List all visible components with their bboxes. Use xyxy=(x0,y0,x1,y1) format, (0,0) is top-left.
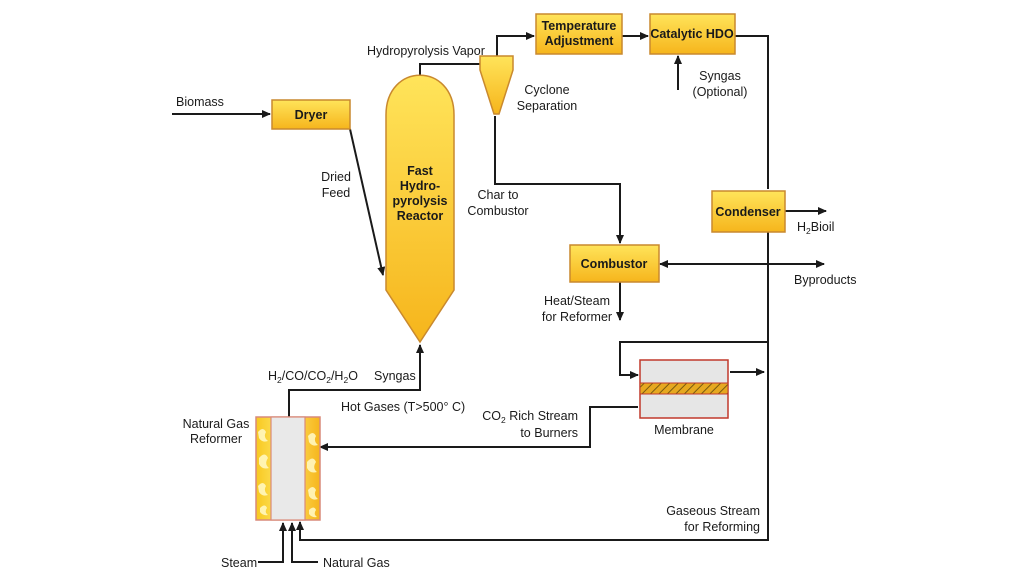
co2-stream-line xyxy=(319,406,638,451)
condenser-label: Condenser xyxy=(715,205,780,219)
steam-label: Steam xyxy=(221,556,257,570)
biomass-label: Biomass xyxy=(176,95,224,109)
reformer-label-2: Reformer xyxy=(190,432,242,446)
condenser-box xyxy=(711,190,786,233)
cyclone-label-2: Separation xyxy=(517,99,578,113)
dried-feed-label-2: Feed xyxy=(322,186,351,200)
co2-stream-label-1: CO2 Rich Stream xyxy=(482,409,578,425)
syngas-label: Syngas xyxy=(374,369,416,383)
dried-feed-label-1: Dried xyxy=(321,170,351,184)
catalytic-hdo-label: Catalytic HDO xyxy=(650,27,734,41)
char-to-combustor-label-1: Char to xyxy=(478,188,519,202)
hdo-to-condenser-line xyxy=(735,35,769,189)
natural-gas-reformer xyxy=(255,416,321,521)
combustor-box xyxy=(569,244,660,283)
flame-left xyxy=(258,429,269,516)
dryer-box xyxy=(271,99,351,130)
reactor-label-4: Reactor xyxy=(397,209,444,223)
reactor-label-1: Fast xyxy=(407,164,434,178)
gaseous-stream-label-1: Gaseous Stream xyxy=(666,504,760,518)
flame-right xyxy=(307,433,318,518)
syngas-optional-label-1: Syngas xyxy=(699,69,741,83)
steam-line xyxy=(258,522,287,563)
hot-gases-label: Hot Gases (T>500° C) xyxy=(341,400,465,414)
char-to-combustor-label-2: Combustor xyxy=(467,204,528,218)
hydropyrolysis-vapor-label: Hydropyrolysis Vapor xyxy=(367,44,485,58)
catalytic-hdo-box xyxy=(649,13,736,55)
syngas-optional-label-2: (Optional) xyxy=(693,85,748,99)
h2-co-co2-h2o-label: H2/CO/CO2/H2O xyxy=(268,369,358,385)
combustor-label: Combustor xyxy=(581,257,648,271)
bioil-label: H2Bioil xyxy=(797,220,834,236)
reactor-label-3: pyrolysis xyxy=(393,194,448,208)
temperature-adjustment-label-2: Adjustment xyxy=(545,34,615,48)
reformer-label-1: Natural Gas xyxy=(183,417,250,431)
reactor-vessel xyxy=(385,74,455,344)
dryer-label: Dryer xyxy=(295,108,328,122)
vapor-to-temperature-line xyxy=(496,32,535,56)
byproducts-label: Byproducts xyxy=(794,273,857,287)
cyclone-label-1: Cyclone xyxy=(524,83,569,97)
heat-steam-label-2: for Reformer xyxy=(542,310,612,324)
membrane-label: Membrane xyxy=(654,423,714,437)
dried-feed-arrow xyxy=(349,128,386,276)
membrane-feed-line xyxy=(619,341,768,379)
heat-steam-label-1: Heat/Steam xyxy=(544,294,610,308)
char-to-combustor-line xyxy=(494,116,624,244)
membrane-layer xyxy=(639,382,729,395)
syngas-line xyxy=(288,344,424,417)
natural-gas-label: Natural Gas xyxy=(323,556,390,570)
gaseous-stream-line xyxy=(296,342,769,541)
co2-stream-label-2: to Burners xyxy=(520,426,578,440)
gaseous-stream-label-2: for Reforming xyxy=(684,520,760,534)
temperature-adjustment-label-1: Temperature xyxy=(542,19,617,33)
reactor-label-2: Hydro- xyxy=(400,179,440,193)
natural-gas-line xyxy=(288,522,318,563)
cyclone-separator xyxy=(479,55,514,115)
temperature-adjustment-box xyxy=(535,13,623,55)
